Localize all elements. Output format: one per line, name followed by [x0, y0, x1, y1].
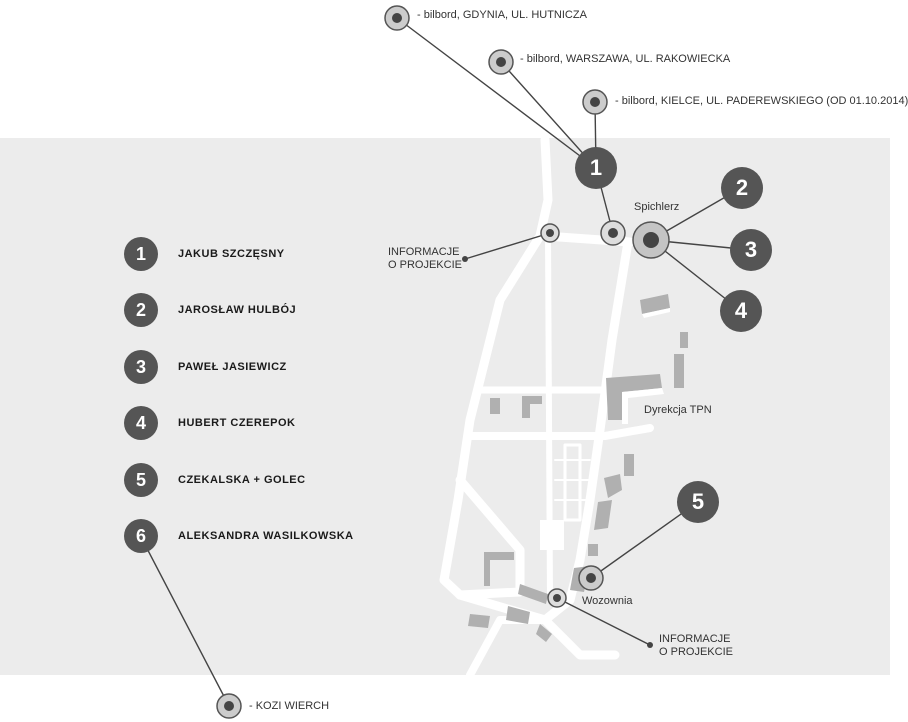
map-badge-3[interactable]: 3	[730, 229, 772, 271]
legend-number-1: 1	[124, 237, 158, 271]
legend-name-5: CZEKALSKA + GOLEC	[178, 474, 306, 486]
marker-location-1[interactable]	[600, 220, 626, 246]
legend-name-6: ALEKSANDRA WASILKOWSKA	[178, 530, 354, 542]
marker-billboard-kielce[interactable]	[582, 89, 608, 115]
legend-item-6[interactable]: 6 ALEKSANDRA WASILKOWSKA	[124, 519, 354, 553]
marker-billboard-gdynia[interactable]	[384, 5, 410, 31]
info-top-line1: INFORMACJE	[388, 246, 460, 258]
marker-billboard-warszawa[interactable]	[488, 49, 514, 75]
marker-spichlerz[interactable]	[632, 221, 670, 259]
target-markers	[216, 5, 670, 719]
spichlerz-label: Spichlerz	[634, 201, 680, 213]
legend-item-2[interactable]: 2 JAROSŁAW HULBÓJ	[124, 293, 296, 327]
info-bottom-label[interactable]: INFORMACJE O PROJEKCIE	[659, 633, 733, 659]
legend-name-4: HUBERT CZEREPOK	[178, 417, 296, 429]
info-top-label[interactable]: INFORMACJE O PROJEKCIE	[388, 246, 462, 272]
legend-number-2: 2	[124, 293, 158, 327]
map-badge-5[interactable]: 5	[677, 481, 719, 523]
legend-item-3[interactable]: 3 PAWEŁ JASIEWICZ	[124, 350, 287, 384]
map-badge-1[interactable]: 1	[575, 147, 617, 189]
map-badge-2[interactable]: 2	[721, 167, 763, 209]
marker-info-top[interactable]	[540, 223, 560, 243]
legend-number-5: 5	[124, 463, 158, 497]
billboard-kielce-label: - bilbord, KIELCE, UL. PADEREWSKIEGO (OD…	[615, 95, 908, 107]
legend-number-3: 3	[124, 350, 158, 384]
kozi-wierch-label: - KOZI WIERCH	[249, 700, 330, 712]
legend-number-6: 6	[124, 519, 158, 553]
legend-name-3: PAWEŁ JASIEWICZ	[178, 361, 287, 373]
marker-kozi-wierch[interactable]	[216, 693, 242, 719]
billboard-warszawa-label: - bilbord, WARSZAWA, UL. RAKOWIECKA	[520, 53, 731, 65]
dyrekcja-label: Dyrekcja TPN	[644, 404, 712, 416]
legend-item-1[interactable]: 1 JAKUB SZCZĘSNY	[124, 237, 285, 271]
info-top-dot	[462, 256, 468, 262]
marker-wozownia[interactable]	[578, 565, 604, 591]
roads	[439, 135, 654, 679]
legend-name-1: JAKUB SZCZĘSNY	[178, 248, 285, 260]
info-bottom-line1: INFORMACJE	[659, 633, 731, 645]
legend-item-4[interactable]: 4 HUBERT CZEREPOK	[124, 406, 296, 440]
legend-name-2: JAROSŁAW HULBÓJ	[178, 304, 297, 316]
info-bottom-line2: O PROJEKCIE	[659, 646, 733, 658]
info-top-line2: O PROJEKCIE	[388, 259, 462, 271]
legend-number-4: 4	[124, 406, 158, 440]
marker-info-bottom[interactable]	[547, 588, 567, 608]
billboard-gdynia-label: - bilbord, GDYNIA, UL. HUTNICZA	[417, 9, 587, 21]
map-badge-4[interactable]: 4	[720, 290, 762, 332]
info-bottom-dot	[647, 642, 653, 648]
wozownia-label: Wozownia	[582, 595, 633, 607]
legend-item-5[interactable]: 5 CZEKALSKA + GOLEC	[124, 463, 306, 497]
